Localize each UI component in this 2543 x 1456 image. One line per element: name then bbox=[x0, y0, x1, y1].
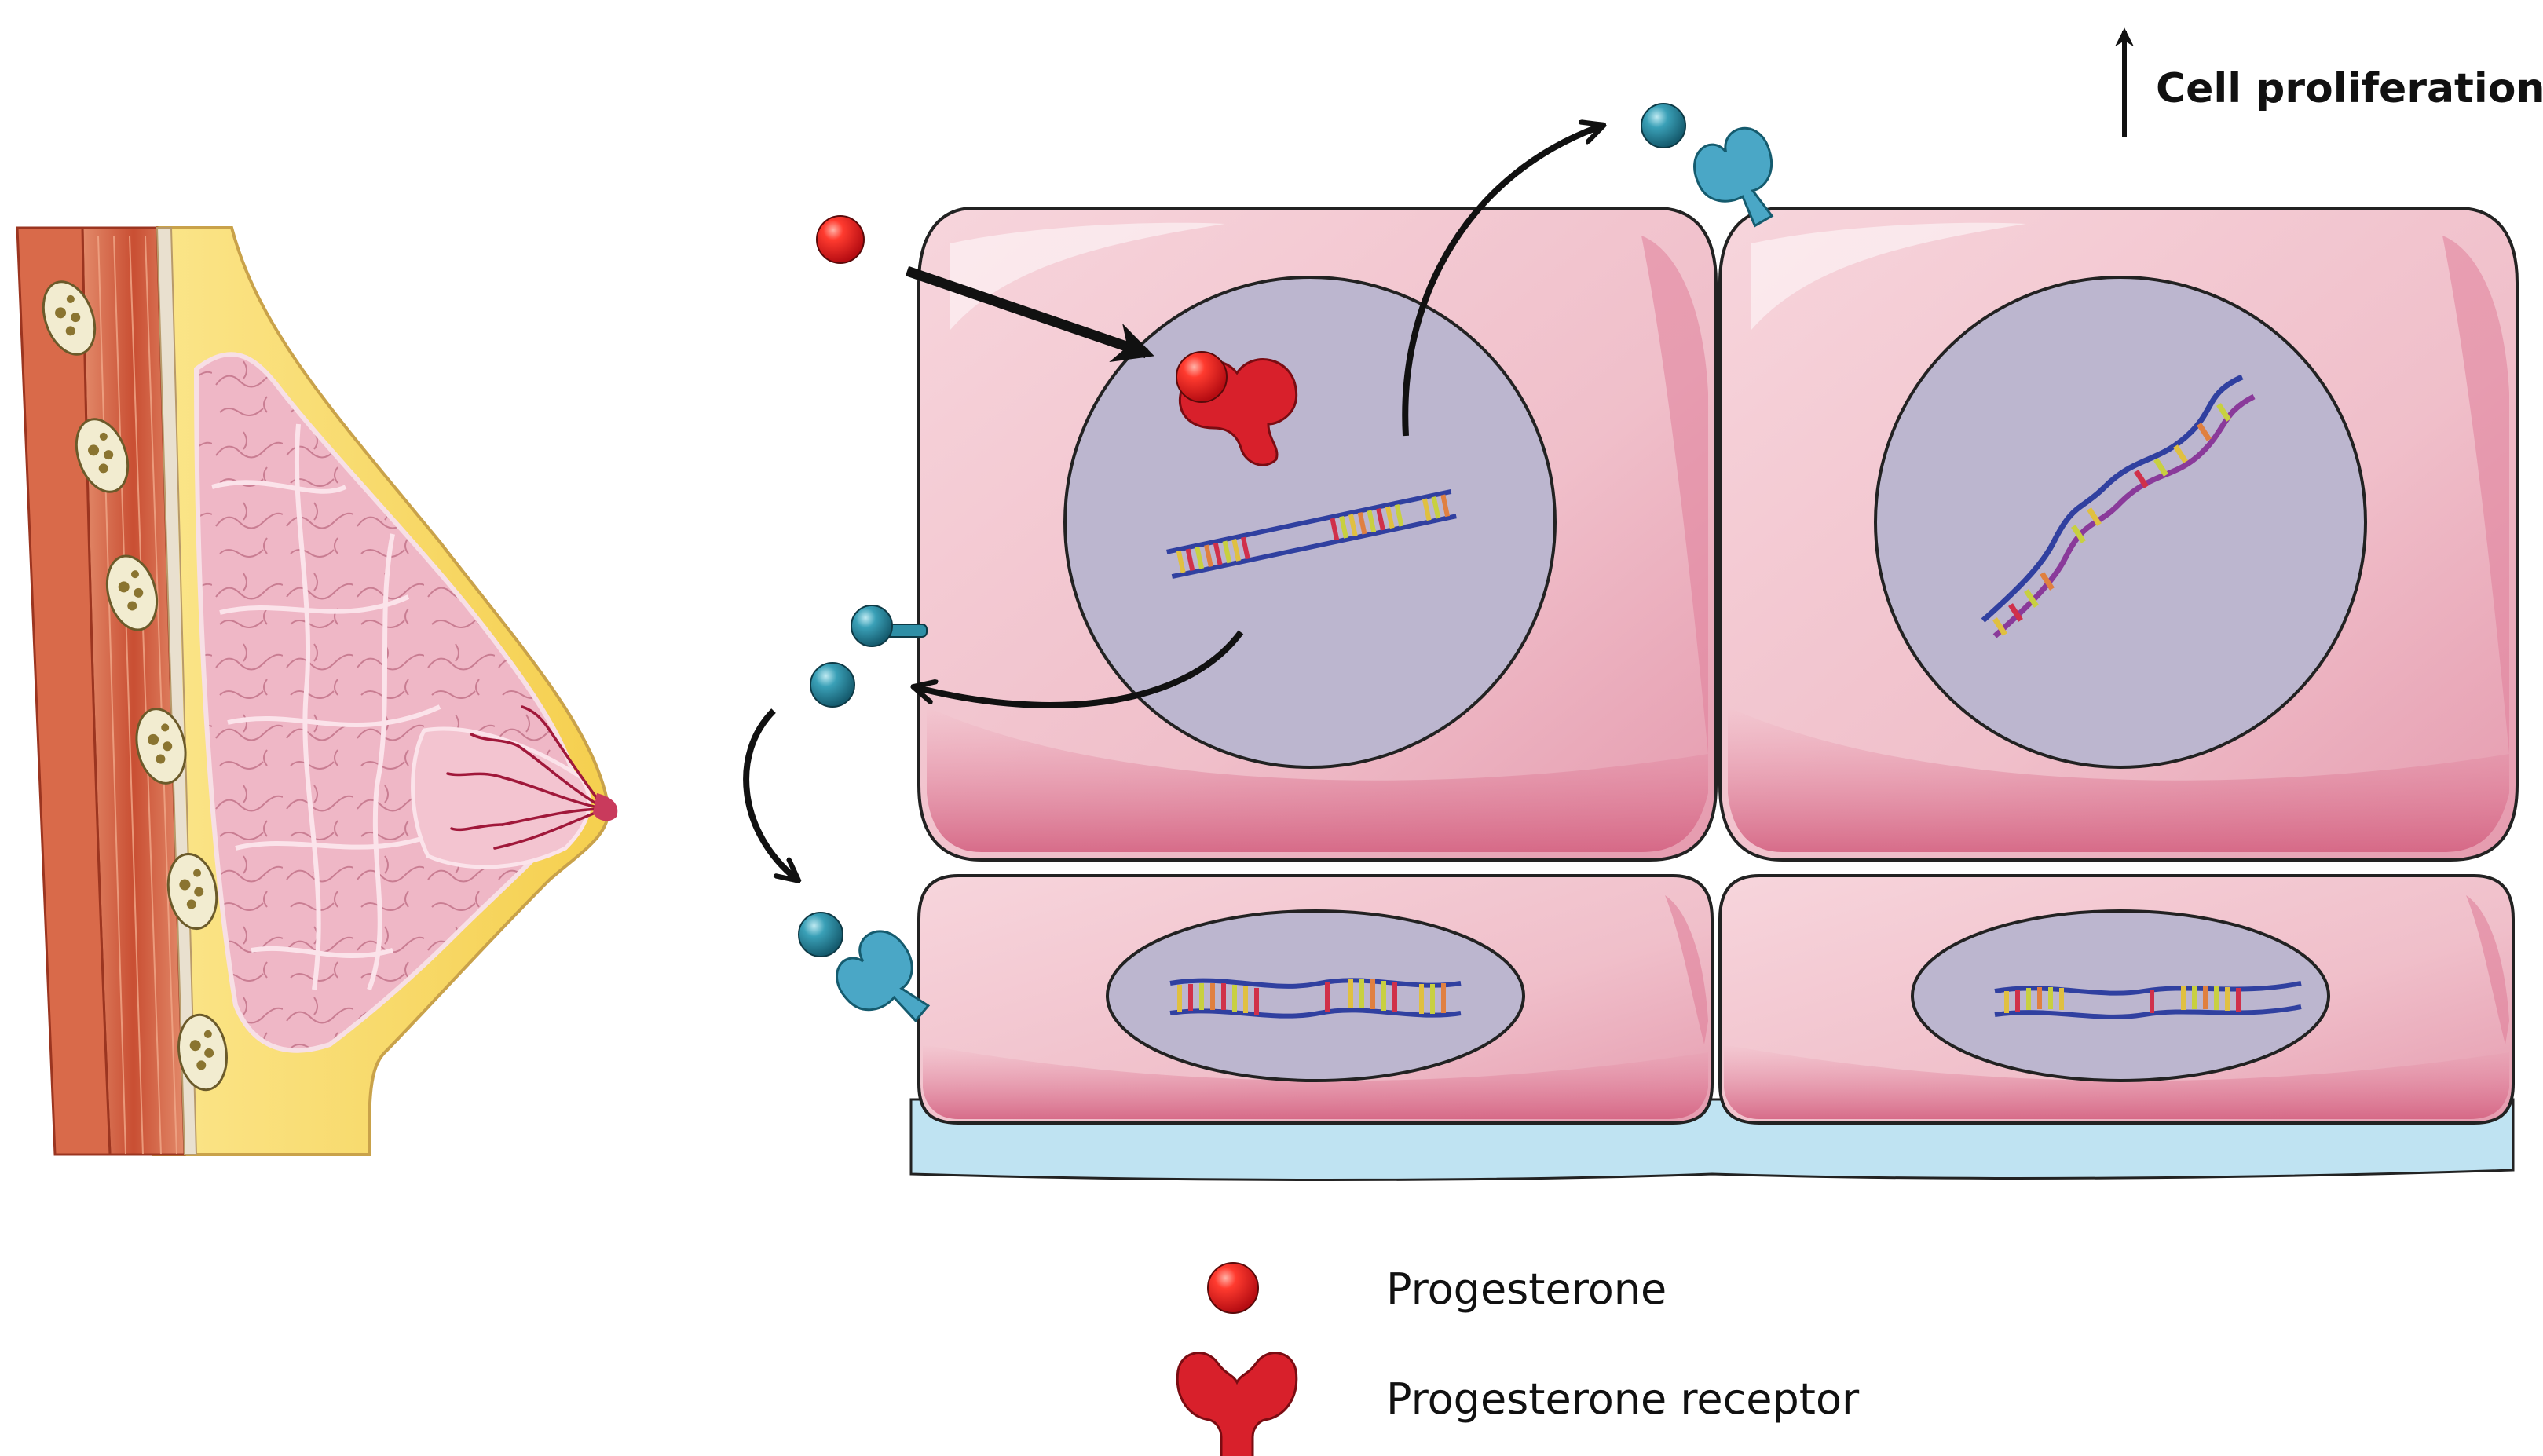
secretion-arrow-left bbox=[915, 630, 1244, 708]
dna-strand-top-left bbox=[1166, 488, 1457, 580]
legend-item-progesterone-receptor: Progesterone receptor bbox=[1176, 1352, 1860, 1456]
milk-ducts bbox=[446, 705, 606, 850]
dna-strand-top-right bbox=[1981, 374, 2256, 638]
legend-item-progesterone: Progesterone bbox=[1207, 1262, 1667, 1314]
dna-strand-bottom-right bbox=[1994, 981, 2302, 1019]
nucleus-bottom-right bbox=[1911, 909, 2330, 1082]
paracrine-receptor-top bbox=[1693, 126, 1774, 228]
paracrine-arrow-down bbox=[743, 708, 797, 880]
membrane-ligand-left bbox=[851, 605, 928, 647]
signaling bbox=[743, 103, 1774, 1022]
epithelium bbox=[909, 207, 2519, 1181]
paracrine-ligand-left bbox=[810, 662, 855, 708]
progesterone-ball-icon bbox=[1207, 1262, 1259, 1314]
progesterone-receptor-complex bbox=[1176, 351, 1298, 466]
progesterone-entry-arrow bbox=[905, 265, 1154, 363]
cell-proliferation-indicator: Cell proliferation bbox=[2115, 27, 2543, 137]
paracrine-ligand-top bbox=[1641, 103, 1686, 148]
legend-label-progesterone: Progesterone bbox=[1386, 1264, 1667, 1314]
nucleus-bottom-left bbox=[1106, 909, 1525, 1082]
paracrine-receptor-bottom bbox=[836, 930, 931, 1022]
rib-cross-sections bbox=[42, 280, 228, 1092]
progesterone-molecule-incoming bbox=[816, 215, 865, 264]
breast-anatomy-illustration bbox=[16, 226, 618, 1156]
nucleus-top-right bbox=[1874, 276, 2367, 769]
cell-proliferation-label: Cell proliferation bbox=[2156, 65, 2543, 112]
secretion-arrow-up bbox=[1402, 126, 1602, 437]
breast-glandular-tissue bbox=[193, 352, 580, 1053]
lobule-boundaries bbox=[211, 423, 441, 991]
nipple bbox=[593, 793, 618, 821]
paracrine-ligand-bottom bbox=[798, 912, 843, 957]
legend-label-progesterone-receptor: Progesterone receptor bbox=[1386, 1374, 1860, 1424]
progesterone-receptor-icon bbox=[1176, 1352, 1298, 1456]
legend: Progesterone Progesterone receptor bbox=[1176, 1262, 1860, 1456]
dna-strand-bottom-left bbox=[1169, 978, 1462, 1019]
